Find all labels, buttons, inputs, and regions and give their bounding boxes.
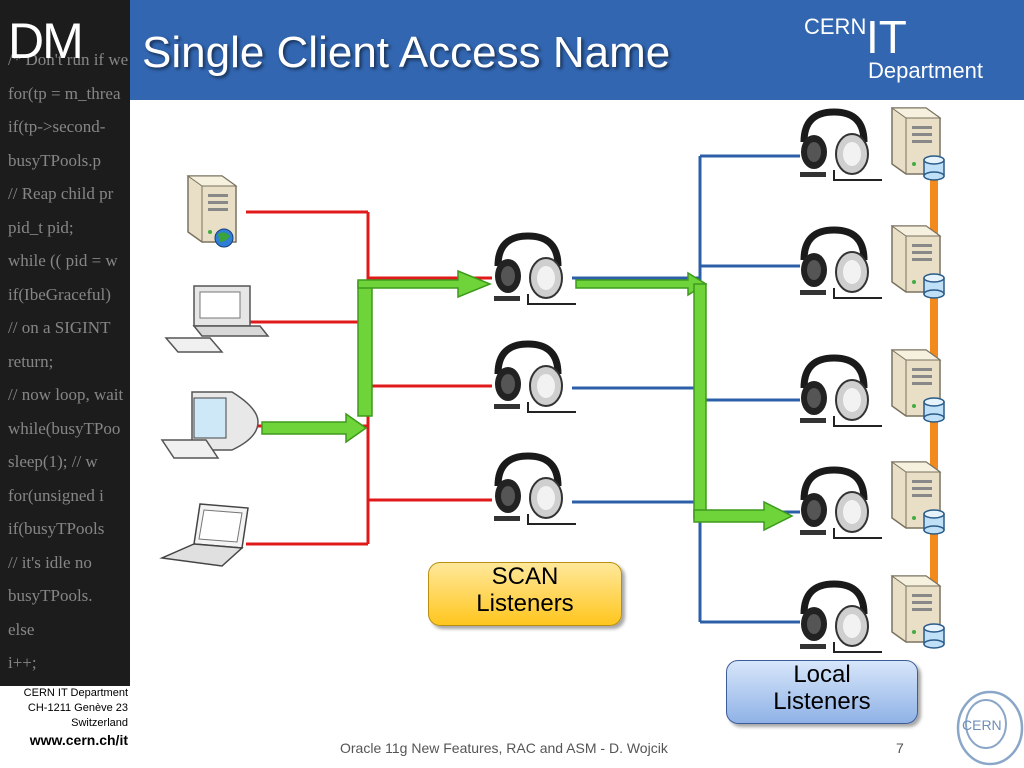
sidebar-code-background: /* Don't run if we are on the pool for(tp… [0,0,130,686]
local-listener-headphones-icon [800,112,882,180]
local-listener-headphones-icon [800,230,882,298]
page-number: 7 [896,740,904,756]
active-connection-path [261,269,794,532]
sidebar-code-line: if(IbeGraceful) [8,284,111,304]
local-listeners-label: Local Listeners [726,660,918,724]
laptop-computer-icon [159,503,249,567]
sidebar-code-line: while (( pid = w [8,251,118,270]
footer-org-line1: CERN IT Department [23,687,128,699]
sidebar-code-line: busyTPools.p [8,150,102,170]
footer-org-line3: Switzerland [71,717,128,729]
database-server-icon [891,349,945,423]
sidebar-code-line: // now loop, wait [8,385,124,404]
sidebar-code-line: /* Don't run if we are on the pool [8,50,130,69]
database-server-icon [891,107,945,181]
sidebar-code-line: for(unsigned i [8,485,104,505]
footer-url-link[interactable]: www.cern.ch/it [29,732,128,748]
database-server-icon [891,225,945,299]
scan-label-line2: Listeners [476,590,574,617]
local-label-line1: Local [793,661,851,688]
database-server-icon [891,461,945,535]
cern-corner-logo: CERN [956,690,1024,766]
sidebar-code-line: pid_t pid; [8,217,74,237]
department-logo-text: Department [868,58,983,83]
it-logo-text: IT [866,11,907,63]
local-listener-headphones-icon [800,358,882,426]
sidebar-code-line: // on a SIGINT [8,318,111,337]
sidebar-code-line: // Reap child pr [8,184,114,203]
scan-listener-headphones-icon [494,236,576,304]
scan-listeners-label: SCAN Listeners [428,562,622,626]
footer-org-line2: CH-1211 Genève 23 [27,702,128,714]
header-bar [130,0,1024,100]
sidebar-code-line: while(busyTPoo [8,418,121,438]
crt-monitor-computer-icon [160,391,259,459]
database-server-icon [891,575,945,649]
desktop-computer-icon [164,285,270,353]
sidebar-code-line: if(busyTPools [8,519,105,538]
local-label-line2: Listeners [773,688,871,715]
sidebar-code-line: // it's idle no [8,552,92,572]
scan-label-line1: SCAN [491,563,559,590]
sidebar-code-line: for(tp = m_threa [8,83,121,103]
sidebar-code-line: if(tp->second- [8,117,106,136]
sidebar-code-line: sleep(1); // w [8,452,98,471]
client-server-with-globe-icon [187,175,237,248]
scan-listener-headphones-icon [494,344,576,412]
cern-logo-text: CERN [804,14,867,39]
page-title: Single Client Access Name [142,28,671,77]
footer-organization: CERN IT Department CH-1211 Genève 23 Swi… [4,686,128,731]
cern-corner-logo-text: CERN [962,717,1002,733]
local-listener-headphones-icon [800,584,882,652]
scan-listener-headphones-icon [494,456,576,524]
sidebar-code-line: else [8,619,35,639]
local-listener-headphones-icon [800,470,882,538]
sidebar-code-line: i++; [8,653,37,672]
section-tag: DM [8,13,84,69]
sidebar-code-line: busyTPools. [8,586,93,605]
sidebar-code-line: return; [8,351,54,371]
footer-presentation-title: Oracle 11g New Features, RAC and ASM - D… [340,740,668,756]
listener-links [572,154,800,624]
